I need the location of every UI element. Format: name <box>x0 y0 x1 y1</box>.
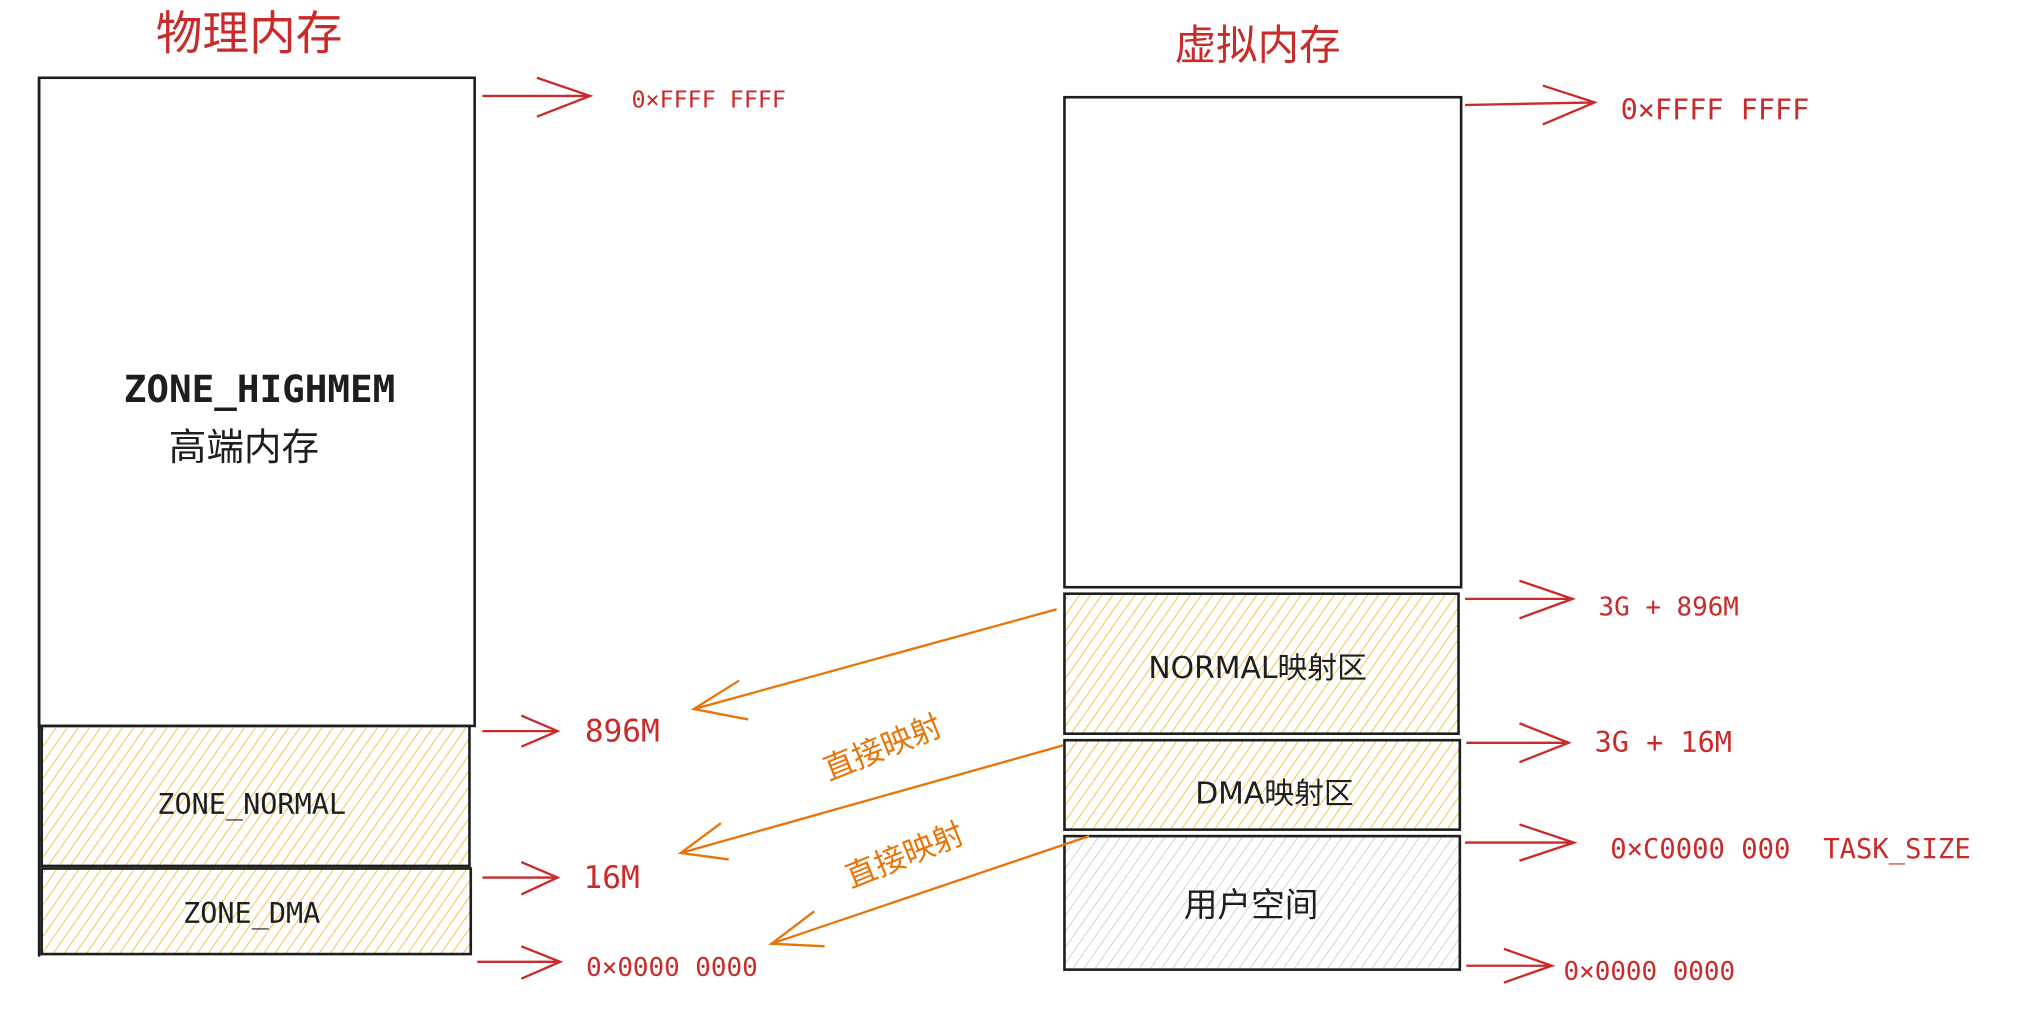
zone-normal-block <box>40 724 471 868</box>
arrow-right-icon <box>1466 947 1556 984</box>
zone-dma-label: ZONE_DMA <box>183 897 320 931</box>
highmem-sublabel: 高端内存 <box>169 425 319 469</box>
virt-addr-zero: 0×0000 0000 <box>1564 957 1736 987</box>
user-space-label: 用户空间 <box>1184 885 1319 924</box>
phys-addr-top: 0×FFFF FFFF <box>631 86 786 114</box>
direct-mapping-label-1: 直接映射 <box>818 708 947 788</box>
physical-memory-title: 物理内存 <box>156 7 343 61</box>
user-space-block <box>1063 834 1462 971</box>
kernel-high-block <box>1063 95 1463 589</box>
phys-addr-896m: 896M <box>585 713 660 749</box>
normal-map-label: NORMAL映射区 <box>1148 651 1367 686</box>
mapping-arrow-icon <box>677 744 1064 861</box>
arrow-right-icon <box>1466 722 1572 764</box>
physical-memory-column: ZONE_HIGHMEM 高端内存 ZONE_NORMAL ZONE_DMA <box>37 76 476 957</box>
normal-map-block <box>1063 592 1460 735</box>
arrow-right-icon <box>1464 84 1598 126</box>
virt-addr-3g-16m: 3G + 16M <box>1595 726 1732 759</box>
arrow-right-icon <box>1465 823 1578 862</box>
virt-addr-top: 0×FFFF FFFF <box>1621 93 1810 126</box>
phys-addr-zero: 0×0000 0000 <box>586 953 758 983</box>
zone-highmem-block <box>37 76 476 728</box>
virtual-address-arrows <box>1464 84 1598 984</box>
arrow-right-icon <box>482 76 594 118</box>
direct-mapping-arrows <box>677 608 1090 948</box>
virt-addr-3g-896m: 3G + 896M <box>1599 593 1739 623</box>
virtual-memory-column: NORMAL映射区 DMA映射区 用户空间 <box>1063 95 1463 971</box>
virt-addr-task-size: 0×C0000 000 TASK_SIZE <box>1610 834 1971 865</box>
zone-highmem-label: ZONE_HIGHMEM <box>124 367 396 411</box>
dma-map-block <box>1063 738 1462 831</box>
virtual-memory-title: 虚拟内存 <box>1175 21 1341 70</box>
mapping-arrow-icon <box>690 608 1057 721</box>
arrow-right-icon <box>482 860 561 896</box>
arrow-right-icon <box>477 945 564 980</box>
zone-normal-label: ZONE_NORMAL <box>157 788 346 822</box>
phys-addr-16m: 16M <box>584 860 640 896</box>
arrow-right-icon <box>482 714 561 748</box>
zone-dma-block <box>40 867 473 956</box>
mapping-arrow-icon <box>768 835 1090 948</box>
dma-map-label: DMA映射区 <box>1195 777 1353 812</box>
physical-address-arrows <box>477 76 594 980</box>
arrow-right-icon <box>1465 579 1577 620</box>
